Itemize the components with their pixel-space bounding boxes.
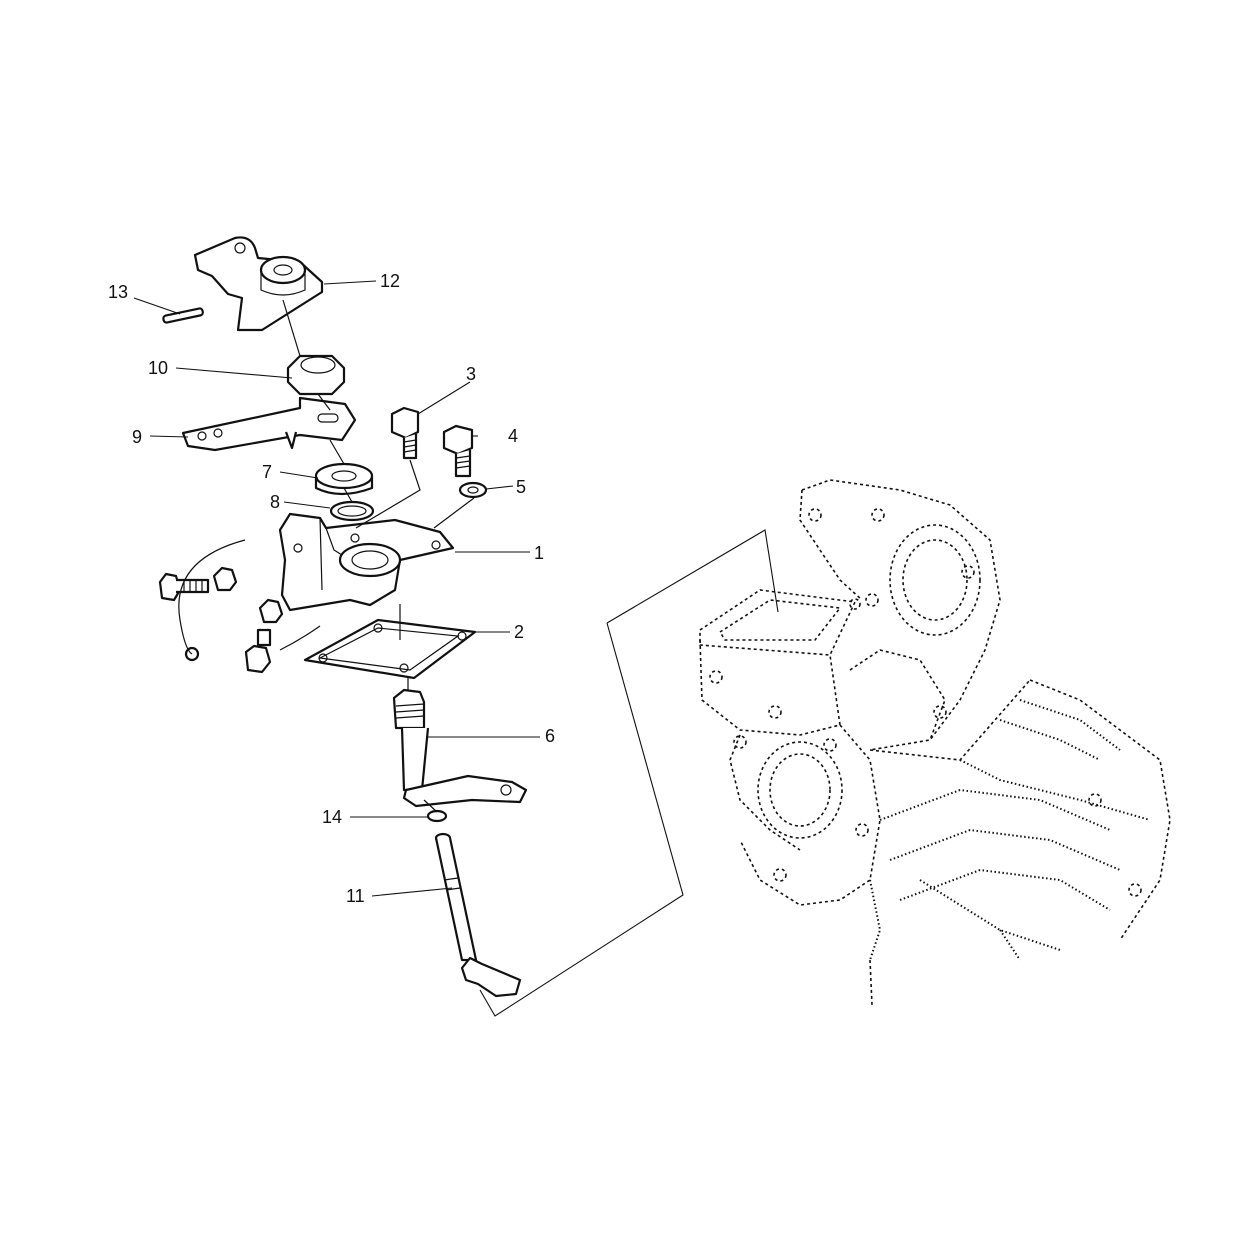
side-fasteners — [158, 539, 321, 674]
callout-1: 1 — [534, 543, 544, 563]
part-8-seal-ring — [329, 500, 375, 522]
callout-2: 2 — [514, 622, 524, 642]
gearbox-housing-icon — [699, 479, 1171, 1006]
callout-8: 8 — [270, 492, 280, 512]
part-9-link-plate — [181, 396, 357, 452]
callout-labels: 1 2 3 4 5 6 7 8 9 10 11 12 13 14 — [108, 271, 555, 906]
assembly-axis-lines — [282, 299, 475, 813]
part-12-lever-arm — [193, 236, 324, 332]
part-13-pin — [162, 307, 204, 324]
callout-9: 9 — [132, 427, 142, 447]
part-14-o-ring — [426, 809, 448, 823]
callout-7: 7 — [262, 462, 272, 482]
part-4-bolt — [442, 424, 474, 478]
callout-6: 6 — [545, 726, 555, 746]
callout-3: 3 — [466, 364, 476, 384]
callout-13: 13 — [108, 282, 128, 302]
part-10-hex-nut — [286, 354, 346, 396]
assembly-reference-frame — [479, 529, 779, 1017]
part-11-long-shaft — [434, 832, 522, 998]
leader-lines — [133, 280, 540, 897]
part-6-shaft — [392, 688, 528, 808]
housing-assembly-icon — [278, 512, 455, 612]
part-2-gasket — [303, 618, 477, 680]
part-5-washer — [458, 481, 488, 499]
part-7-bushing — [314, 462, 374, 496]
callout-10: 10 — [148, 358, 168, 378]
callout-12: 12 — [380, 271, 400, 291]
part-3-bolt — [390, 406, 420, 460]
callout-11: 11 — [346, 886, 365, 906]
callout-14: 14 — [322, 807, 342, 827]
callout-4: 4 — [508, 426, 518, 446]
callout-5: 5 — [516, 477, 526, 497]
